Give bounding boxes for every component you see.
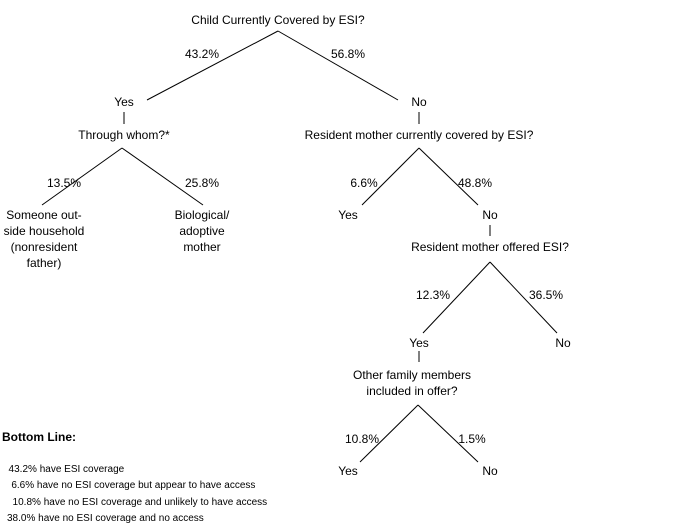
- covered-yes-label: Yes: [338, 208, 358, 222]
- bottom-line-title: Bottom Line:: [2, 430, 76, 444]
- whom-left-label-4: father): [27, 256, 62, 270]
- whom-left-label-1: Someone out-: [6, 208, 81, 222]
- whom-left-label-3: (nonresident: [11, 240, 78, 254]
- family-no-pct: 1.5%: [458, 432, 486, 446]
- root-yes-pct: 43.2%: [185, 47, 219, 61]
- bottom-line-item: 6.6% have no ESI coverage but appear to …: [3, 480, 256, 491]
- edge-offered-no: [489, 261, 558, 334]
- covered-no-pct: 48.8%: [458, 176, 492, 190]
- family-question-2: included in offer?: [366, 384, 458, 398]
- family-yes-label: Yes: [338, 464, 358, 478]
- offered-yes-label: Yes: [409, 336, 429, 350]
- edge-whom-left: [41, 147, 123, 206]
- offered-question: Resident mother offered ESI?: [411, 240, 569, 254]
- whom-question: Through whom?*: [78, 128, 170, 142]
- covered-yes-pct: 6.6%: [350, 176, 378, 190]
- edge-family-yes: [359, 404, 419, 463]
- covered-no-label: No: [482, 208, 498, 222]
- bottom-line-item: 43.2% have ESI coverage: [3, 464, 125, 475]
- root-yes-label: Yes: [114, 95, 134, 109]
- edge-offered-yes: [422, 261, 491, 334]
- bottom-line-item: 38.0% have no ESI coverage and no access: [7, 513, 204, 524]
- offered-yes-pct: 12.3%: [416, 288, 450, 302]
- root-question: Child Currently Covered by ESI?: [191, 13, 365, 27]
- edge-family-no: [417, 404, 479, 463]
- root-no-pct: 56.8%: [331, 47, 365, 61]
- family-no-label: No: [482, 464, 498, 478]
- whom-right-label-2: adoptive: [179, 224, 225, 238]
- edge-root-no: [277, 30, 399, 101]
- whom-right-label-3: mother: [183, 240, 220, 254]
- edge-root-yes: [146, 30, 279, 101]
- edge-covered-yes: [361, 147, 420, 206]
- family-yes-pct: 10.8%: [345, 432, 379, 446]
- covered-question: Resident mother currently covered by ESI…: [305, 128, 534, 142]
- offered-no-label: No: [555, 336, 571, 350]
- family-question-1: Other family members: [353, 368, 471, 382]
- whom-right-label-1: Biological/: [175, 208, 230, 222]
- whom-right-pct: 25.8%: [185, 176, 219, 190]
- edge-whom-right: [121, 147, 204, 206]
- offered-no-pct: 36.5%: [529, 288, 563, 302]
- edge-covered-no: [418, 147, 479, 206]
- whom-left-pct: 13.5%: [47, 176, 81, 190]
- root-no-label: No: [411, 95, 427, 109]
- whom-left-label-2: side household: [4, 224, 85, 238]
- bottom-line-item: 10.8% have no ESI coverage and unlikely …: [7, 497, 268, 508]
